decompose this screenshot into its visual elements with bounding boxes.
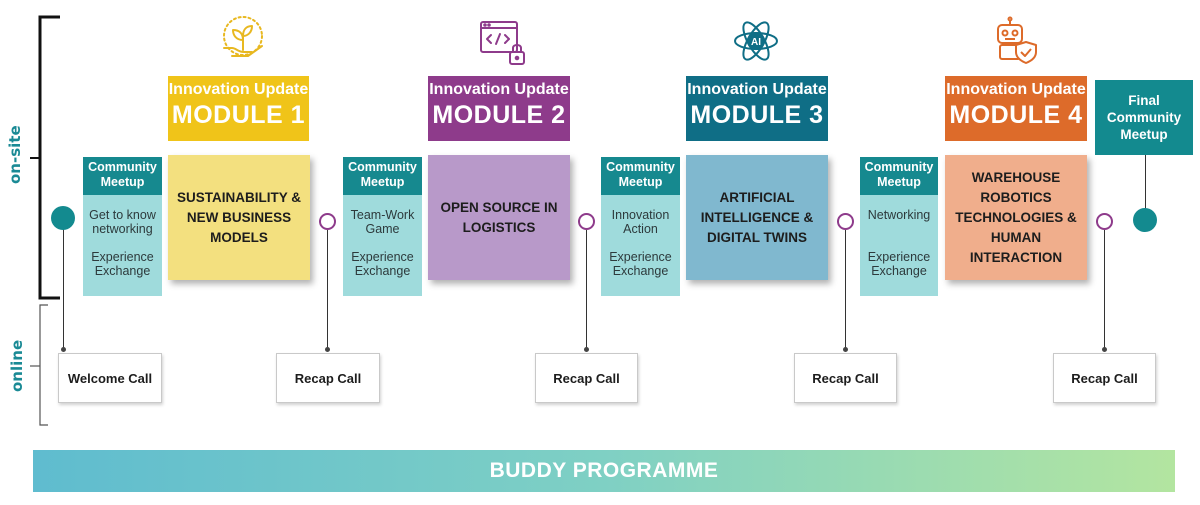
timeline-connector — [586, 230, 587, 349]
module-2-subtitle: Innovation Update — [429, 81, 569, 98]
phase-brackets — [30, 15, 60, 426]
welcome-call: Welcome Call — [58, 353, 162, 403]
robot-shield-icon — [997, 16, 1037, 64]
module-1-topic: SUSTAINABILITY & NEW BUSINESS MODELS — [168, 155, 310, 280]
community-meetup-card: Community Meetup Networking Experience E… — [860, 157, 938, 296]
connector-dot — [843, 347, 848, 352]
recap-call: Recap Call — [1053, 353, 1156, 403]
module-4-topic: WAREHOUSE ROBOTICS TECHNOLOGIES & HUMAN … — [945, 155, 1087, 280]
milestone-marker — [578, 213, 595, 230]
milestone-marker — [837, 213, 854, 230]
timeline-connector — [327, 230, 328, 349]
module-2-title: MODULE 2 — [432, 101, 566, 129]
community-meetup-title: Community Meetup — [601, 157, 680, 195]
module-3-subtitle: Innovation Update — [687, 81, 827, 98]
module-2-topic: OPEN SOURCE IN LOGISTICS — [428, 155, 570, 280]
connector-dot — [61, 347, 66, 352]
community-meetup-title: Community Meetup — [83, 157, 162, 195]
module-4-title: MODULE 4 — [949, 101, 1083, 129]
community-meetup-card: Community Meetup Get to know networking … — [83, 157, 162, 296]
module-3-title: MODULE 3 — [690, 101, 824, 129]
milestone-marker — [1096, 213, 1113, 230]
module-1-header: Innovation Update MODULE 1 — [168, 76, 309, 141]
buddy-programme-banner: BUDDY PROGRAMME — [33, 450, 1175, 492]
community-item: Get to know networking — [89, 208, 156, 236]
module-1-title: MODULE 1 — [171, 101, 306, 129]
community-item: Experience Exchange — [867, 250, 931, 278]
connector-dot — [325, 347, 330, 352]
timeline-connector — [1104, 230, 1105, 349]
onsite-label: on-site — [6, 125, 24, 184]
community-meetup-card: Community Meetup Team-Work Game Experien… — [343, 157, 422, 296]
module-4-subtitle: Innovation Update — [946, 81, 1086, 98]
plant-hand-icon — [223, 16, 263, 57]
recap-call: Recap Call — [794, 353, 897, 403]
module-3-topic: ARTIFICIAL INTELLIGENCE & DIGITAL TWINS — [686, 155, 828, 280]
online-label: online — [8, 339, 26, 392]
community-meetup-card: Community Meetup Innovation Action Exper… — [601, 157, 680, 296]
recap-call: Recap Call — [276, 353, 380, 403]
start-marker — [51, 206, 75, 230]
module-1-subtitle: Innovation Update — [168, 81, 309, 98]
community-item: Experience Exchange — [91, 250, 154, 278]
ai-atom-icon: AI — [734, 21, 778, 61]
community-meetup-title: Community Meetup — [343, 157, 422, 195]
community-item: Innovation Action — [611, 208, 670, 236]
timeline-connector — [845, 230, 846, 349]
milestone-marker — [319, 213, 336, 230]
community-item: Experience Exchange — [609, 250, 672, 278]
community-item: Experience Exchange — [351, 250, 414, 278]
module-4-header: Innovation Update MODULE 4 — [945, 76, 1087, 141]
final-connector — [1145, 155, 1146, 209]
community-meetup-title: Community Meetup — [860, 157, 938, 195]
connector-dot — [584, 347, 589, 352]
community-item: Networking — [867, 208, 931, 222]
code-window-lock-icon — [480, 21, 525, 65]
end-marker — [1133, 208, 1157, 232]
timeline-connector — [63, 229, 64, 349]
final-community-meetup: Final Community Meetup — [1095, 80, 1193, 155]
recap-call: Recap Call — [535, 353, 638, 403]
module-3-header: Innovation Update MODULE 3 — [686, 76, 828, 141]
svg-text:AI: AI — [751, 37, 761, 48]
community-item: Team-Work Game — [350, 208, 415, 236]
connector-dot — [1102, 347, 1107, 352]
module-2-header: Innovation Update MODULE 2 — [428, 76, 570, 141]
